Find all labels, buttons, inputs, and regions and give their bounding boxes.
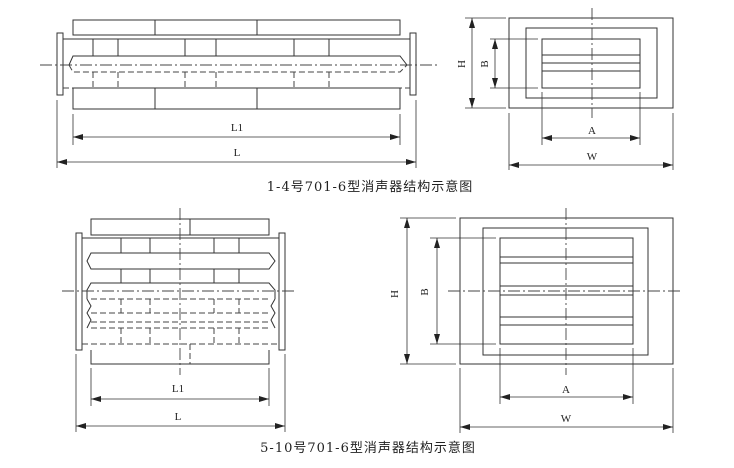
caption-top: 1-4号701-6型消声器结构示意图 [267, 179, 473, 195]
top-side-view: L1 L [40, 19, 438, 168]
label-H: H [456, 60, 468, 68]
left-flange [56, 32, 64, 96]
baffle-1 [86, 252, 276, 270]
middle-frame [525, 27, 658, 99]
middle-frame [482, 227, 649, 356]
label-B: B [479, 60, 491, 67]
bottom-side-view: L1 L [62, 208, 297, 432]
label-W: W [561, 413, 572, 425]
outline-line [270, 298, 276, 329]
hidden-line [68, 64, 408, 73]
right-flange [409, 32, 417, 96]
bottom-plate [72, 87, 401, 110]
label-L: L [175, 411, 182, 423]
label-A: A [562, 384, 570, 396]
label-W: W [587, 151, 598, 163]
line-group [120, 299, 240, 364]
caption-bottom: 5-10号701-6型消声器结构示意图 [260, 440, 476, 456]
top-cover-plate [72, 19, 401, 36]
outer-frame [508, 17, 674, 109]
outline-line [86, 298, 92, 329]
bottom-end-view: H B A W [389, 208, 683, 433]
left-flange [75, 232, 83, 351]
label-L: L [234, 147, 241, 159]
label-B: B [419, 288, 431, 295]
label-L1: L1 [172, 383, 184, 395]
baffle-outline [68, 55, 408, 66]
top-end-view: H B A W [456, 8, 674, 170]
label-L1: L1 [231, 122, 243, 134]
line-group [120, 238, 240, 283]
label-A: A [588, 125, 596, 137]
label-H: H [389, 290, 401, 298]
right-flange [278, 232, 286, 351]
